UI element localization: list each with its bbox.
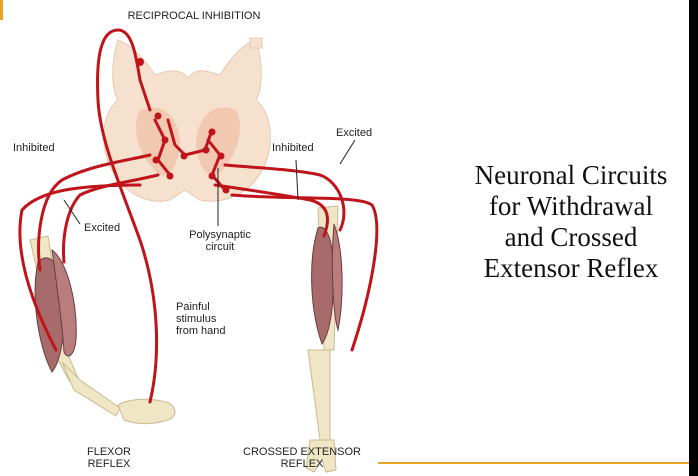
label-inhibited-right: Inhibited <box>272 142 314 154</box>
spinal-cord <box>104 38 271 201</box>
synapse-dot <box>218 153 225 160</box>
synapse-dot <box>223 187 230 194</box>
label-inhibited-left: Inhibited <box>13 142 55 154</box>
label-polysynaptic-line1: Polysynaptic <box>180 229 260 241</box>
synapse-dot <box>136 58 144 66</box>
label-painful-line1: Painful <box>176 301 226 313</box>
synapse-dot <box>162 137 169 144</box>
label-painful-stimulus: Painful stimulus from hand <box>176 301 226 337</box>
slide-title-line2: for Withdrawal <box>452 191 690 222</box>
label-crossed-extensor-reflex: CROSSED EXTENSOR REFLEX <box>232 446 372 470</box>
synapse-dot <box>203 147 210 154</box>
right-forearm <box>308 350 330 440</box>
label-polysynaptic: Polysynaptic circuit <box>180 229 260 253</box>
left-hand <box>118 399 175 423</box>
slide-title-line4: Extensor Reflex <box>452 253 690 284</box>
label-flexor-line2: REFLEX <box>64 458 154 470</box>
spinal-cord-tab <box>250 38 262 48</box>
reciprocal-inhibition-heading: RECIPROCAL INHIBITION <box>114 10 274 22</box>
synapse-dot <box>181 153 188 160</box>
slide-title-line3: and Crossed <box>452 222 690 253</box>
excited-right-leader <box>340 140 355 164</box>
synapse-dot <box>209 173 216 180</box>
label-painful-line2: stimulus <box>176 313 226 325</box>
synapse-dot <box>209 129 216 136</box>
synapse-dot <box>155 113 162 120</box>
right-arm <box>306 206 342 472</box>
label-flexor-reflex: FLEXOR REFLEX <box>64 446 154 470</box>
left-arm <box>30 236 175 424</box>
label-excited-left: Excited <box>84 222 120 234</box>
label-flexor-line1: FLEXOR <box>64 446 154 458</box>
label-polysynaptic-line2: circuit <box>180 241 260 253</box>
left-forearm <box>62 362 120 416</box>
label-painful-line3: from hand <box>176 325 226 337</box>
label-crossed-line1: CROSSED EXTENSOR <box>232 446 372 458</box>
spinal-cord-body <box>104 40 271 201</box>
right-long-efferent <box>232 195 377 350</box>
label-excited-right: Excited <box>336 127 372 139</box>
slide-title-line1: Neuronal Circuits <box>452 160 690 191</box>
inhibited-right-leader <box>296 160 298 200</box>
right-edge-rule <box>689 0 698 476</box>
label-crossed-line2: REFLEX <box>232 458 372 470</box>
synapse-dot <box>153 157 160 164</box>
slide-title: Neuronal Circuits for Withdrawal and Cro… <box>452 160 690 284</box>
synapse-dot <box>167 173 174 180</box>
